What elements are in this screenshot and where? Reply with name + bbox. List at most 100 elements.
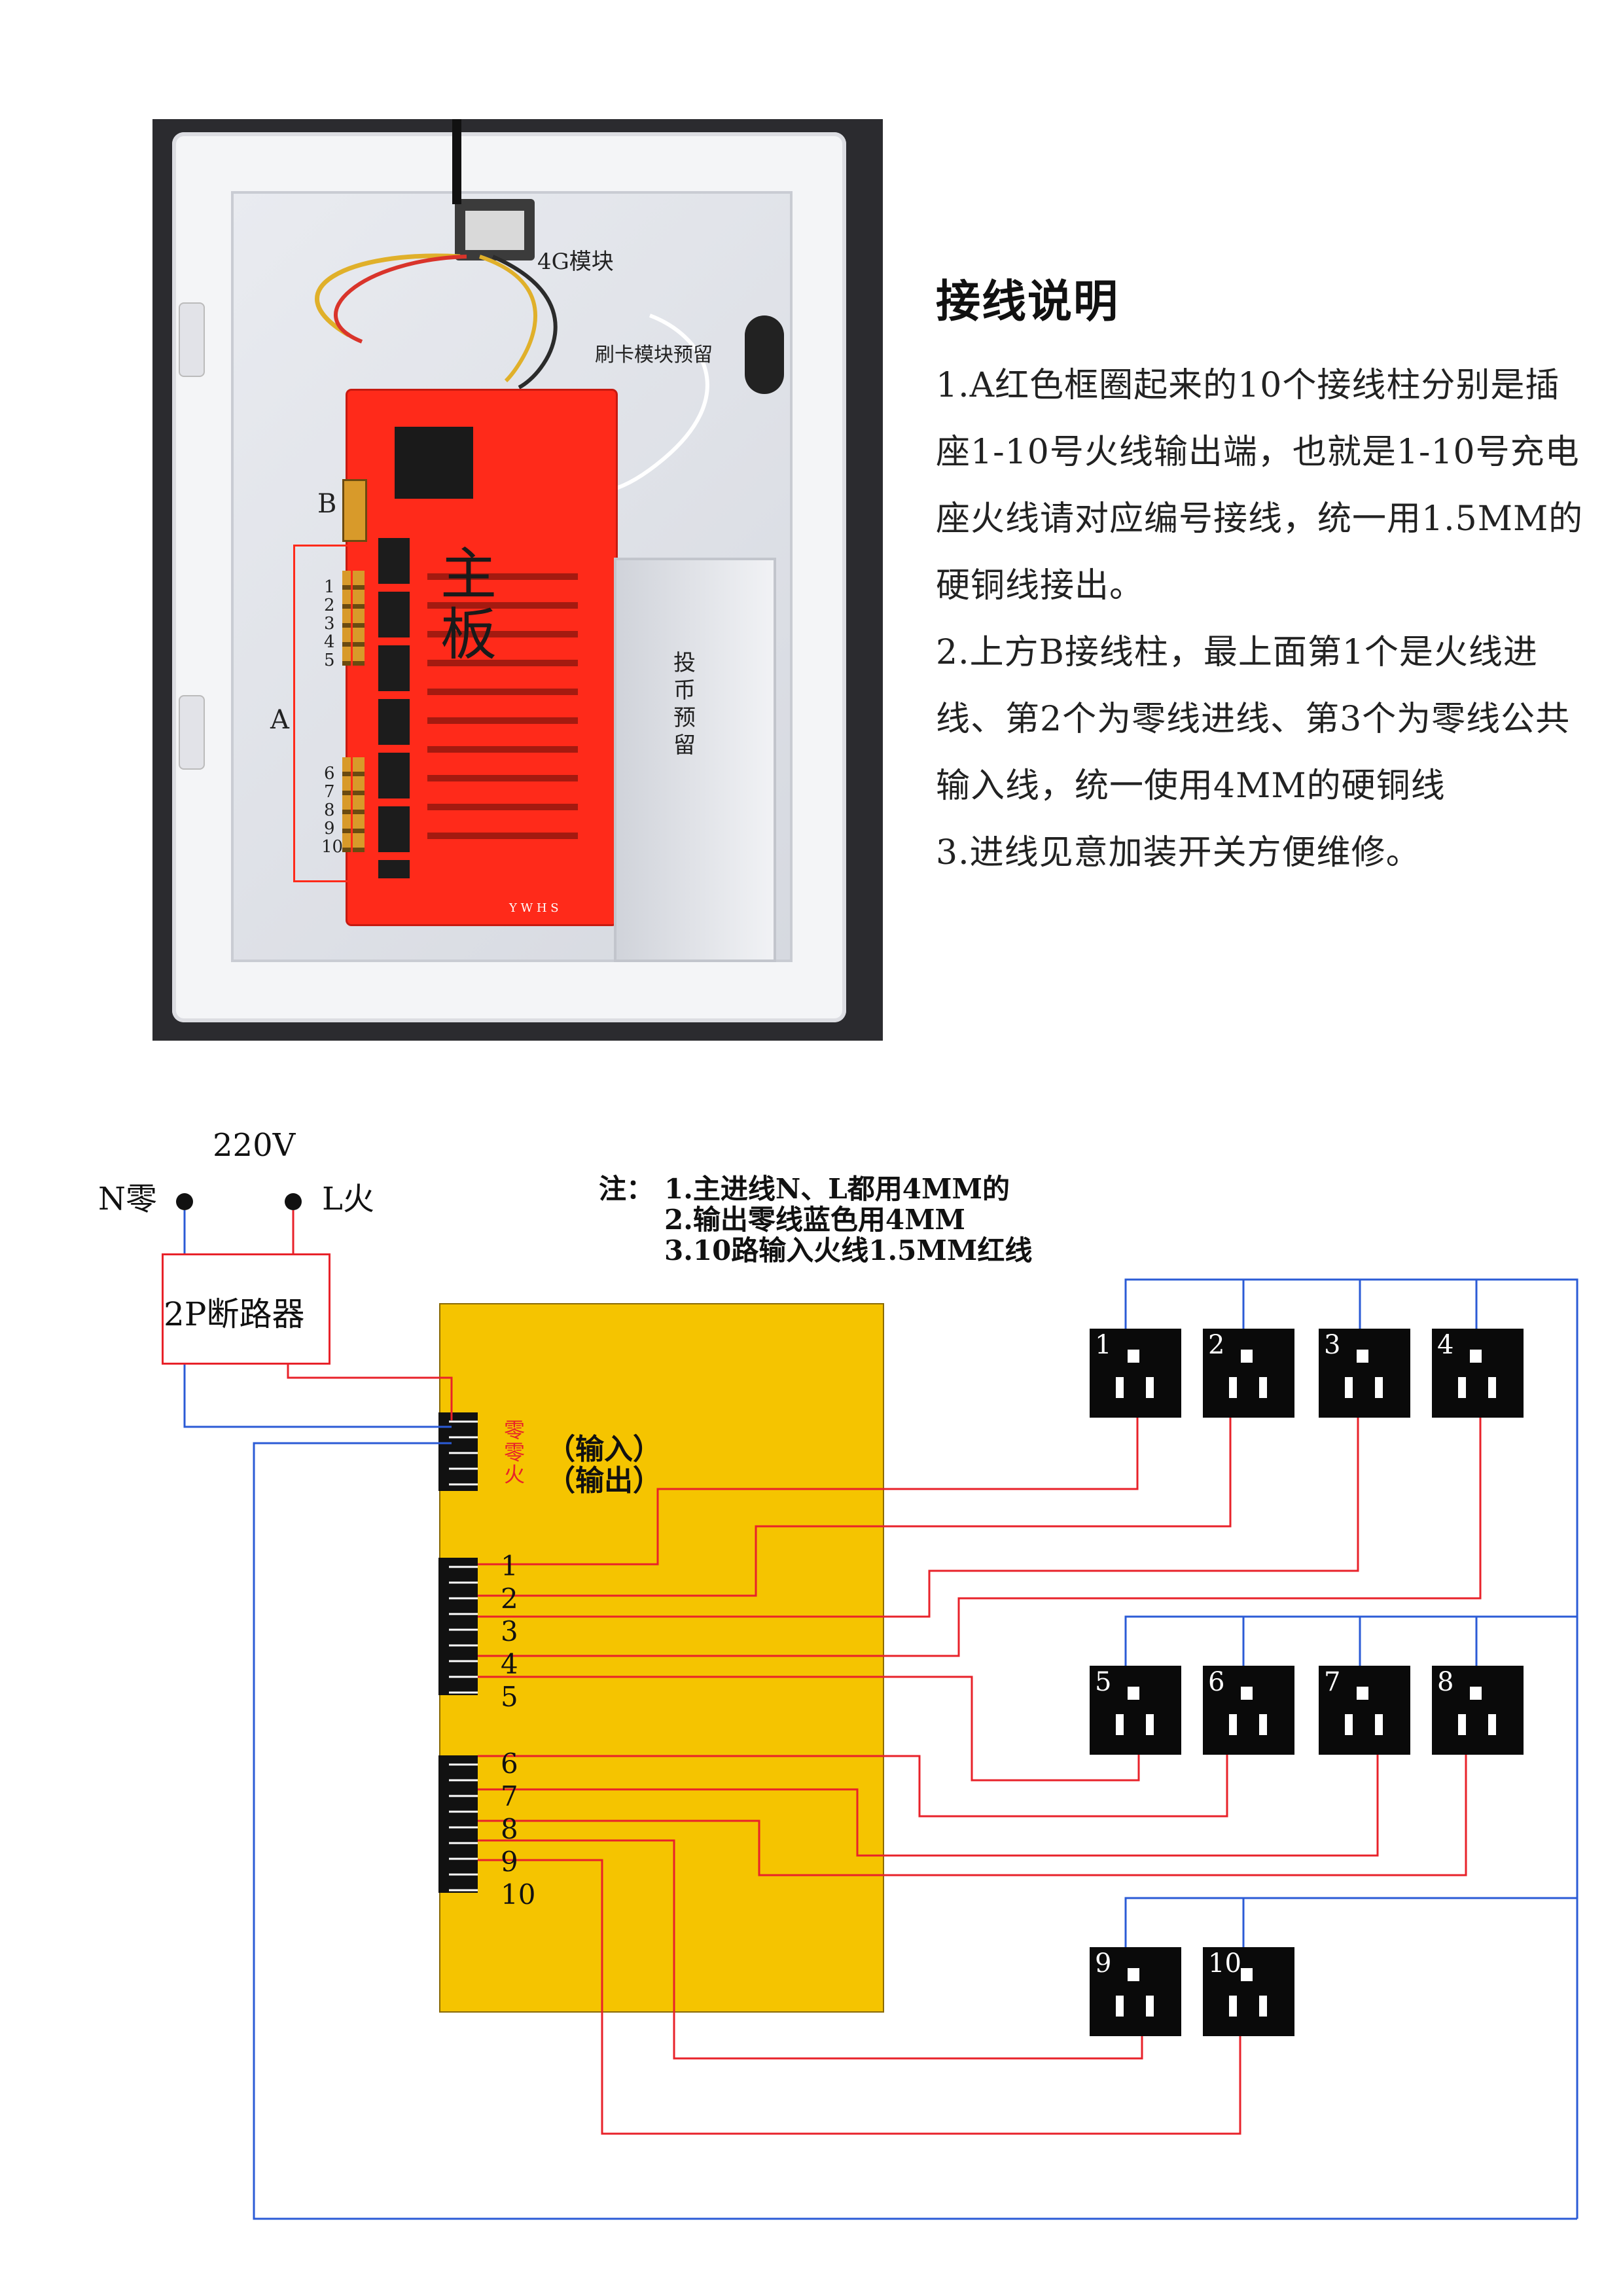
voltage-label: 220V bbox=[213, 1127, 296, 1164]
socket-pin bbox=[1375, 1714, 1383, 1735]
charging-socket: 4 bbox=[1432, 1329, 1524, 1418]
socket-number: 5 bbox=[1095, 1667, 1112, 1697]
socket-pin bbox=[1357, 1350, 1368, 1363]
pcb-relay-column bbox=[378, 538, 410, 878]
card-module-coil bbox=[745, 315, 784, 394]
note-line-2: 2.输出零线蓝色用4MM bbox=[664, 1204, 966, 1236]
socket-pin bbox=[1128, 1687, 1139, 1700]
side-label-neutral-2: 零 bbox=[504, 1440, 526, 1465]
photo-terminal-number: 2 bbox=[324, 596, 335, 615]
charging-socket: 8 bbox=[1432, 1666, 1524, 1755]
socket-pin bbox=[1241, 1350, 1253, 1363]
socket-pin bbox=[1357, 1687, 1368, 1700]
live-label: L火 bbox=[322, 1181, 374, 1217]
socket-pin bbox=[1488, 1377, 1496, 1398]
output-label: （输出） bbox=[546, 1464, 662, 1498]
socket-pin bbox=[1458, 1714, 1466, 1735]
output-terminal-number: 4 bbox=[501, 1648, 518, 1680]
output-terminal-block-bottom bbox=[438, 1755, 478, 1893]
card-reserved-label: 刷卡模块预留 bbox=[595, 344, 713, 367]
label-b: B bbox=[317, 489, 337, 519]
module-4g-label: 4G模块 bbox=[537, 249, 614, 275]
live-output-wire bbox=[478, 1755, 1467, 1876]
live-output-wire bbox=[478, 1418, 1482, 1657]
photo-terminal-number: 1 bbox=[324, 577, 335, 597]
hinge-top bbox=[179, 302, 205, 377]
live-output-wire bbox=[478, 1676, 1140, 1782]
output-terminal-number: 6 bbox=[501, 1748, 518, 1780]
output-terminal-number: 2 bbox=[501, 1583, 518, 1615]
hinge-bottom bbox=[179, 695, 205, 770]
board-code: Y W H S bbox=[509, 901, 559, 915]
terminal-block-a-bottom bbox=[342, 757, 365, 852]
charging-socket: 3 bbox=[1319, 1329, 1410, 1418]
charging-socket: 2 bbox=[1203, 1329, 1294, 1418]
live-output-wire bbox=[478, 1859, 1241, 2135]
socket-number: 1 bbox=[1095, 1330, 1112, 1360]
notes-prefix: 注： bbox=[599, 1173, 654, 1205]
wiring-diagram: 220V N零 L火 2P断路器 注： 1.主进线N、L都用4MM的 2.输出零… bbox=[0, 1113, 1623, 2296]
charging-socket: 7 bbox=[1319, 1666, 1410, 1755]
wiring-diagram-svg bbox=[176, 1193, 1578, 2220]
live-output-wire bbox=[478, 1418, 1232, 1597]
photo-terminal-number: 5 bbox=[324, 651, 335, 670]
charging-socket: 10 bbox=[1203, 1947, 1294, 2036]
neutral-bus-row2 bbox=[1124, 1615, 1577, 1666]
socket-pin bbox=[1229, 1377, 1237, 1398]
breaker-box bbox=[162, 1253, 330, 1365]
socket-number: 2 bbox=[1208, 1330, 1225, 1360]
output-terminal-block-top bbox=[438, 1558, 478, 1695]
terminal-a-red-frame bbox=[293, 545, 353, 882]
live-output-wire bbox=[478, 1418, 1359, 1618]
instruction-paragraph-1: 1.A红色框圈起来的10个接线柱分别是插座1-10号火线输出端，也就是1-10号… bbox=[936, 366, 1584, 605]
socket-number: 8 bbox=[1437, 1667, 1454, 1697]
socket-number: 4 bbox=[1437, 1330, 1454, 1360]
instructions-title: 接线说明 bbox=[936, 276, 1120, 328]
photo-terminal-number: 9 bbox=[324, 819, 335, 838]
main-board-label: 主板 bbox=[440, 542, 497, 668]
socket-pin bbox=[1146, 1377, 1154, 1398]
live-terminal-dot bbox=[285, 1193, 302, 1210]
neutral-bus-row3 bbox=[1124, 1897, 1577, 1947]
instruction-paragraph-2: 2.上方B接线柱，最上面第1个是火线进线、第2个为零线进线、第3个为零线公共输入… bbox=[936, 633, 1571, 806]
socket-pin bbox=[1116, 1714, 1124, 1735]
output-terminal-number: 5 bbox=[501, 1681, 518, 1713]
socket-pin bbox=[1128, 1968, 1139, 1981]
live-output-wire bbox=[478, 1839, 1143, 2060]
photo-wires bbox=[315, 253, 709, 494]
neutral-common-loop bbox=[253, 1442, 1577, 2220]
neutral-label: N零 bbox=[98, 1181, 158, 1217]
live-output-wire bbox=[478, 1755, 1228, 1818]
output-terminal-number: 8 bbox=[501, 1813, 518, 1845]
socket-pin bbox=[1458, 1377, 1466, 1398]
module-4g-face bbox=[465, 211, 524, 250]
coin-reserved-label: 投币预留 bbox=[673, 650, 696, 759]
socket-number: 9 bbox=[1095, 1948, 1112, 1979]
live-output-wire bbox=[478, 1418, 1139, 1566]
wiring-instructions: 接线说明 1.A红色框圈起来的10个接线柱分别是插座1-10号火线输出端，也就是… bbox=[936, 265, 1590, 886]
terminal-block-a-top bbox=[342, 571, 365, 666]
socket-pin bbox=[1146, 1996, 1154, 2017]
output-terminal-number: 3 bbox=[501, 1615, 518, 1647]
input-terminal-block bbox=[438, 1412, 478, 1491]
output-terminal-number: 9 bbox=[501, 1846, 518, 1878]
note-line-3: 3.10路输入火线1.5MM红线 bbox=[664, 1234, 1033, 1266]
breaker-label: 2P断路器 bbox=[164, 1295, 305, 1333]
socket-pin bbox=[1116, 1377, 1124, 1398]
charging-socket: 1 bbox=[1090, 1329, 1181, 1418]
output-terminal-number: 10 bbox=[501, 1878, 536, 1910]
socket-pin bbox=[1470, 1350, 1482, 1363]
socket-pin bbox=[1345, 1714, 1353, 1735]
photo-terminal-number: 3 bbox=[324, 614, 335, 634]
coin-box bbox=[614, 558, 776, 962]
charging-socket: 6 bbox=[1203, 1666, 1294, 1755]
socket-pin bbox=[1229, 1714, 1237, 1735]
socket-pin bbox=[1488, 1714, 1496, 1735]
live-output-wire bbox=[478, 1755, 1379, 1857]
pcb-transformer bbox=[395, 427, 473, 499]
note-line-1: 1.主进线N、L都用4MM的 bbox=[664, 1173, 1010, 1205]
photo-terminal-number: 7 bbox=[324, 782, 335, 802]
instruction-paragraph-3: 3.进线见意加装开关方便维修。 bbox=[936, 833, 1421, 872]
photo-terminal-number: 4 bbox=[324, 632, 335, 652]
